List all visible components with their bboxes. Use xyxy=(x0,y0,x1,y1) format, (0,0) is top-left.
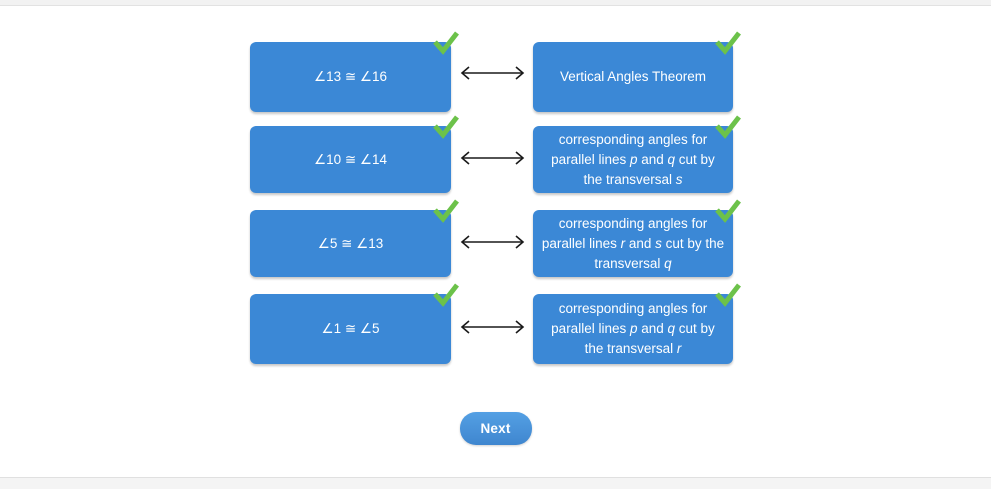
match-card-right[interactable]: corresponding angles for parallel lines … xyxy=(533,283,741,364)
match-card-left-label: ∠1 ≅ ∠5 xyxy=(321,321,380,336)
match-card-left-label: ∠13 ≅ ∠16 xyxy=(313,69,388,84)
check-icon xyxy=(431,114,461,140)
match-row: ∠5 ≅ ∠13 corresponding angles for parall… xyxy=(0,199,991,284)
match-card-left[interactable]: ∠1 ≅ ∠5 xyxy=(250,283,459,364)
double-arrow-icon xyxy=(455,149,530,167)
match-row: ∠10 ≅ ∠14 corresponding angles for paral… xyxy=(0,115,991,200)
double-arrow-icon xyxy=(455,318,530,336)
next-button[interactable]: Next xyxy=(459,412,532,445)
check-icon xyxy=(431,282,461,308)
check-icon xyxy=(431,30,461,56)
match-card-left[interactable]: ∠5 ≅ ∠13 xyxy=(250,199,459,277)
match-row: ∠1 ≅ ∠5 corresponding angles for paralle… xyxy=(0,283,991,370)
match-card-right-label: corresponding angles for parallel lines … xyxy=(551,131,715,187)
match-row: ∠13 ≅ ∠16 Vertical Angles Theorem xyxy=(0,30,991,116)
match-card-right-label: corresponding angles for parallel lines … xyxy=(551,301,715,356)
check-icon xyxy=(431,198,461,224)
match-card-left-label: ∠10 ≅ ∠14 xyxy=(313,151,388,167)
double-arrow-icon xyxy=(455,233,530,251)
match-card-right-label: Vertical Angles Theorem xyxy=(559,69,707,84)
match-card-right-label: corresponding angles for parallel lines … xyxy=(541,215,725,271)
match-card-left[interactable]: ∠10 ≅ ∠14 xyxy=(250,115,459,193)
match-card-left-label: ∠5 ≅ ∠13 xyxy=(317,235,384,251)
matching-exercise: ∠13 ≅ ∠16 Vertical Angles Theorem xyxy=(0,30,991,370)
match-card-right[interactable]: corresponding angles for parallel lines … xyxy=(533,115,741,193)
next-button-container: Next xyxy=(0,412,991,445)
match-card-right[interactable]: corresponding angles for parallel lines … xyxy=(533,199,741,277)
match-card-right[interactable]: Vertical Angles Theorem xyxy=(533,31,741,112)
double-arrow-icon xyxy=(455,64,530,82)
bottom-chrome-bar xyxy=(0,477,991,489)
check-icon xyxy=(713,30,743,56)
top-chrome-bar xyxy=(0,0,991,6)
match-card-left[interactable]: ∠13 ≅ ∠16 xyxy=(250,31,459,112)
